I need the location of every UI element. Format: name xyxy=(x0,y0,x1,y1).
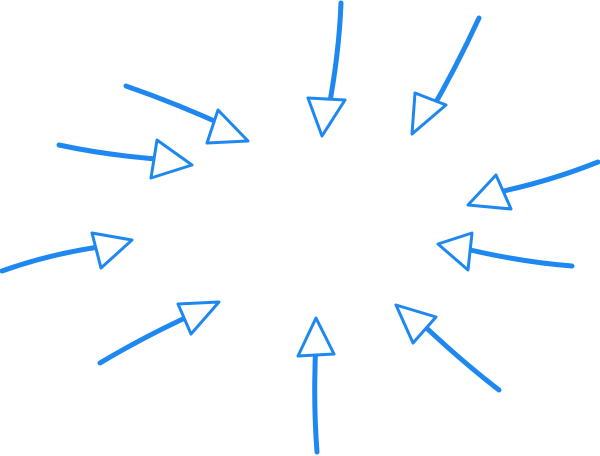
arrow-top-shaft xyxy=(325,0,344,115)
arrow-top xyxy=(306,0,347,138)
arrow-right-lower xyxy=(436,231,575,272)
arrow-top-right xyxy=(410,15,482,136)
arrow-left-upper-head xyxy=(205,108,250,145)
arrow-bottom-right-head xyxy=(394,303,438,345)
arrow-left-middle xyxy=(56,138,194,180)
arrow-right-upper-shaft xyxy=(491,159,600,196)
arrow-left-upper xyxy=(123,83,250,145)
arrow-top-right-head xyxy=(410,91,448,136)
arrow-top-head xyxy=(306,96,347,138)
arrow-right-upper-head xyxy=(466,173,513,211)
arrow-right-upper xyxy=(466,159,600,211)
arrow-left-middle-head xyxy=(149,138,194,180)
arrow-bottom-left-head xyxy=(176,300,221,336)
arrow-bottom xyxy=(296,316,336,455)
arrow-bottom-right-shaft xyxy=(415,317,502,393)
arrow-right-lower-head xyxy=(436,231,474,272)
arrow-bottom-left xyxy=(97,300,221,366)
arrow-left-lower xyxy=(0,231,134,274)
arrow-left-lower-head xyxy=(90,231,134,270)
arrow-bottom-shaft xyxy=(312,337,320,455)
arrow-bottom-head xyxy=(296,316,336,358)
arrow-right-lower-shaft xyxy=(459,245,575,269)
arrow-bottom-right xyxy=(394,303,502,393)
